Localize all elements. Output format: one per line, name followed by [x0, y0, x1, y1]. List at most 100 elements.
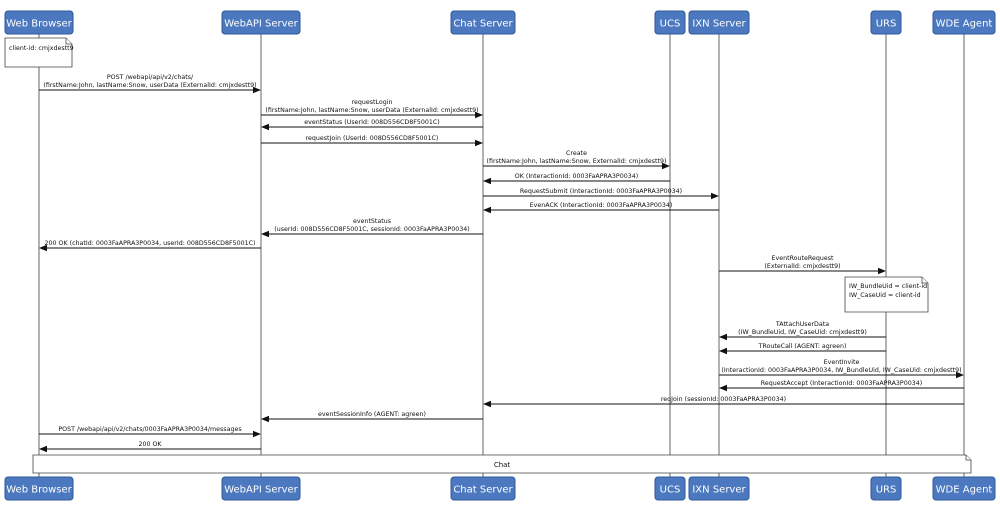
message-label: (firstName:John, lastName:Snow, userData… [265, 107, 478, 114]
participant-wb-top: Web Browser [4, 10, 74, 35]
message-label: Create [566, 150, 587, 157]
message-label: requestJoin (UserId: 008D556CD8F5001C) [306, 135, 439, 142]
message-chat-to-web: eventStatus (UserId: 008D556CD8F5001C) [261, 119, 483, 131]
participant-label: WebAPI Server [224, 485, 298, 496]
message-label: RequestAccept (InteractionId: 0003FaAPRA… [761, 380, 922, 387]
message-label: POST /webapi/api/v2/chats/ [107, 74, 194, 81]
participant-chat-top: Chat Server [450, 10, 516, 35]
arrowhead [483, 177, 491, 185]
participant-wb-bottom: Web Browser [4, 476, 74, 501]
participant-box [450, 10, 516, 35]
participant-label: IXN Server [692, 19, 746, 30]
participant-label: URS [876, 485, 897, 496]
message-label: reqJoin (sessionId: 0003FaAPRA3P0034) [661, 396, 786, 403]
note-box [4, 37, 73, 68]
message-wde-to-chat: reqJoin (sessionId: 0003FaAPRA3P0034) [483, 396, 964, 408]
message-web-to-wb: 200 OK (chatId: 0003FaAPRA3P0034, userId… [39, 240, 261, 252]
message-wde-to-ixn: RequestAccept (InteractionId: 0003FaAPRA… [719, 380, 964, 392]
chat-span-label: Chat [494, 461, 511, 469]
message-chat-to-ucs: Create(firstName:John, lastName:Snow, Ex… [483, 150, 670, 170]
message-label: eventSessionInfo (AGENT: agreen) [318, 411, 426, 418]
participant-box [870, 10, 902, 35]
participant-ixn-bottom: IXN Server [688, 476, 750, 501]
participant-label: UCS [660, 485, 681, 496]
arrowhead [662, 162, 670, 170]
participant-label: WDE Agent [936, 485, 993, 496]
message-chat-to-web: eventStatus(userId: 008D556CD8F5001C, se… [261, 218, 483, 238]
participant-box [870, 476, 902, 501]
participant-label: IXN Server [692, 485, 746, 496]
message-label: (IW_BundleUid, IW_CaseUid: cmjxdestt9) [738, 329, 867, 336]
note-text: IW_CaseUid = client-id [849, 292, 921, 299]
participant-label: Web Browser [6, 19, 72, 30]
note-box [844, 276, 929, 313]
participant-box [688, 476, 750, 501]
arrowhead [253, 86, 261, 94]
message-label: eventStatus (UserId: 008D556CD8F5001C) [304, 119, 439, 126]
arrowhead [253, 430, 261, 438]
message-label: (InteractionId: 0003FaAPRA3P0034, IW_Bun… [721, 367, 961, 374]
message-label: eventStatus [353, 218, 391, 225]
participant-label: Chat Server [453, 19, 513, 30]
participant-label: Chat Server [453, 485, 513, 496]
note-text: IW_BundleUid = client-id [849, 283, 927, 290]
participant-wde-top: WDE Agent [932, 10, 996, 35]
message-label: TAttachUserData [775, 321, 829, 328]
messages: POST /webapi/api/v2/chats/(firstName:Joh… [39, 74, 964, 453]
message-label: (ExternalId: cmjxdestt9) [764, 263, 840, 270]
participant-box [654, 476, 686, 501]
arrowhead [719, 347, 727, 355]
participant-label: UCS [660, 19, 681, 30]
message-wb-to-web: POST /webapi/api/v2/chats/0003FaAPRA3P00… [39, 426, 261, 438]
message-label: POST /webapi/api/v2/chats/0003FaAPRA3P00… [58, 426, 241, 433]
arrowhead [711, 192, 719, 200]
participant-label: Web Browser [6, 485, 72, 496]
participant-ixn-top: IXN Server [688, 10, 750, 35]
chat-span: Chat [32, 454, 972, 474]
participant-urs-bottom: URS [870, 476, 902, 501]
message-label: 200 OK (chatId: 0003FaAPRA3P0034, userId… [45, 240, 256, 247]
note-wb: client-id: cmjxdestt9 [4, 37, 74, 68]
participant-box [221, 476, 301, 501]
participant-label: URS [876, 19, 897, 30]
message-web-to-chat: requestLogin(firstName:John, lastName:Sn… [261, 99, 483, 119]
message-web-to-wb: 200 OK [39, 441, 261, 453]
participant-box [450, 476, 516, 501]
participant-ucs-top: UCS [654, 10, 686, 35]
message-label: RequestSubmit (InteractionId: 0003FaAPRA… [520, 188, 682, 195]
arrowhead [261, 230, 269, 238]
participant-box [4, 10, 74, 35]
participant-box [4, 476, 74, 501]
message-ixn-to-wde: EventInvite(InteractionId: 0003FaAPRA3P0… [719, 359, 964, 379]
arrowhead [483, 206, 491, 214]
participant-web-bottom: WebAPI Server [221, 476, 301, 501]
arrowhead [956, 371, 964, 379]
participant-label: WDE Agent [936, 19, 993, 30]
message-label: EventInvite [824, 359, 860, 366]
message-label: requestLogin [352, 99, 393, 106]
message-label: EventRouteRequest [772, 255, 834, 262]
message-label: (userId: 008D556CD8F5001C, sessionId: 00… [274, 226, 469, 233]
participant-label: WebAPI Server [224, 19, 298, 30]
message-label: 200 OK [138, 441, 162, 448]
arrowhead [39, 445, 47, 453]
arrowhead [878, 267, 886, 275]
message-label: OK (InteractionId: 0003FaAPRA3P0034) [515, 173, 638, 180]
message-label: (firstName:John, lastName:Snow, External… [487, 158, 667, 165]
arrowhead [475, 139, 483, 147]
participant-ucs-bottom: UCS [654, 476, 686, 501]
participant-box [221, 10, 301, 35]
participant-chat-bottom: Chat Server [450, 476, 516, 501]
message-ucs-to-chat: OK (InteractionId: 0003FaAPRA3P0034) [483, 173, 670, 185]
arrowhead [475, 111, 483, 119]
participant-box [654, 10, 686, 35]
message-urs-to-ixn: TAttachUserData(IW_BundleUid, IW_CaseUid… [719, 321, 886, 341]
message-label: EvenACK (InteractionId: 0003FaAPRA3P0034… [530, 202, 673, 209]
chat-span-fold [965, 455, 971, 461]
message-label: (firstName:John, lastName:Snow, userData… [43, 82, 256, 89]
arrowhead [261, 123, 269, 131]
